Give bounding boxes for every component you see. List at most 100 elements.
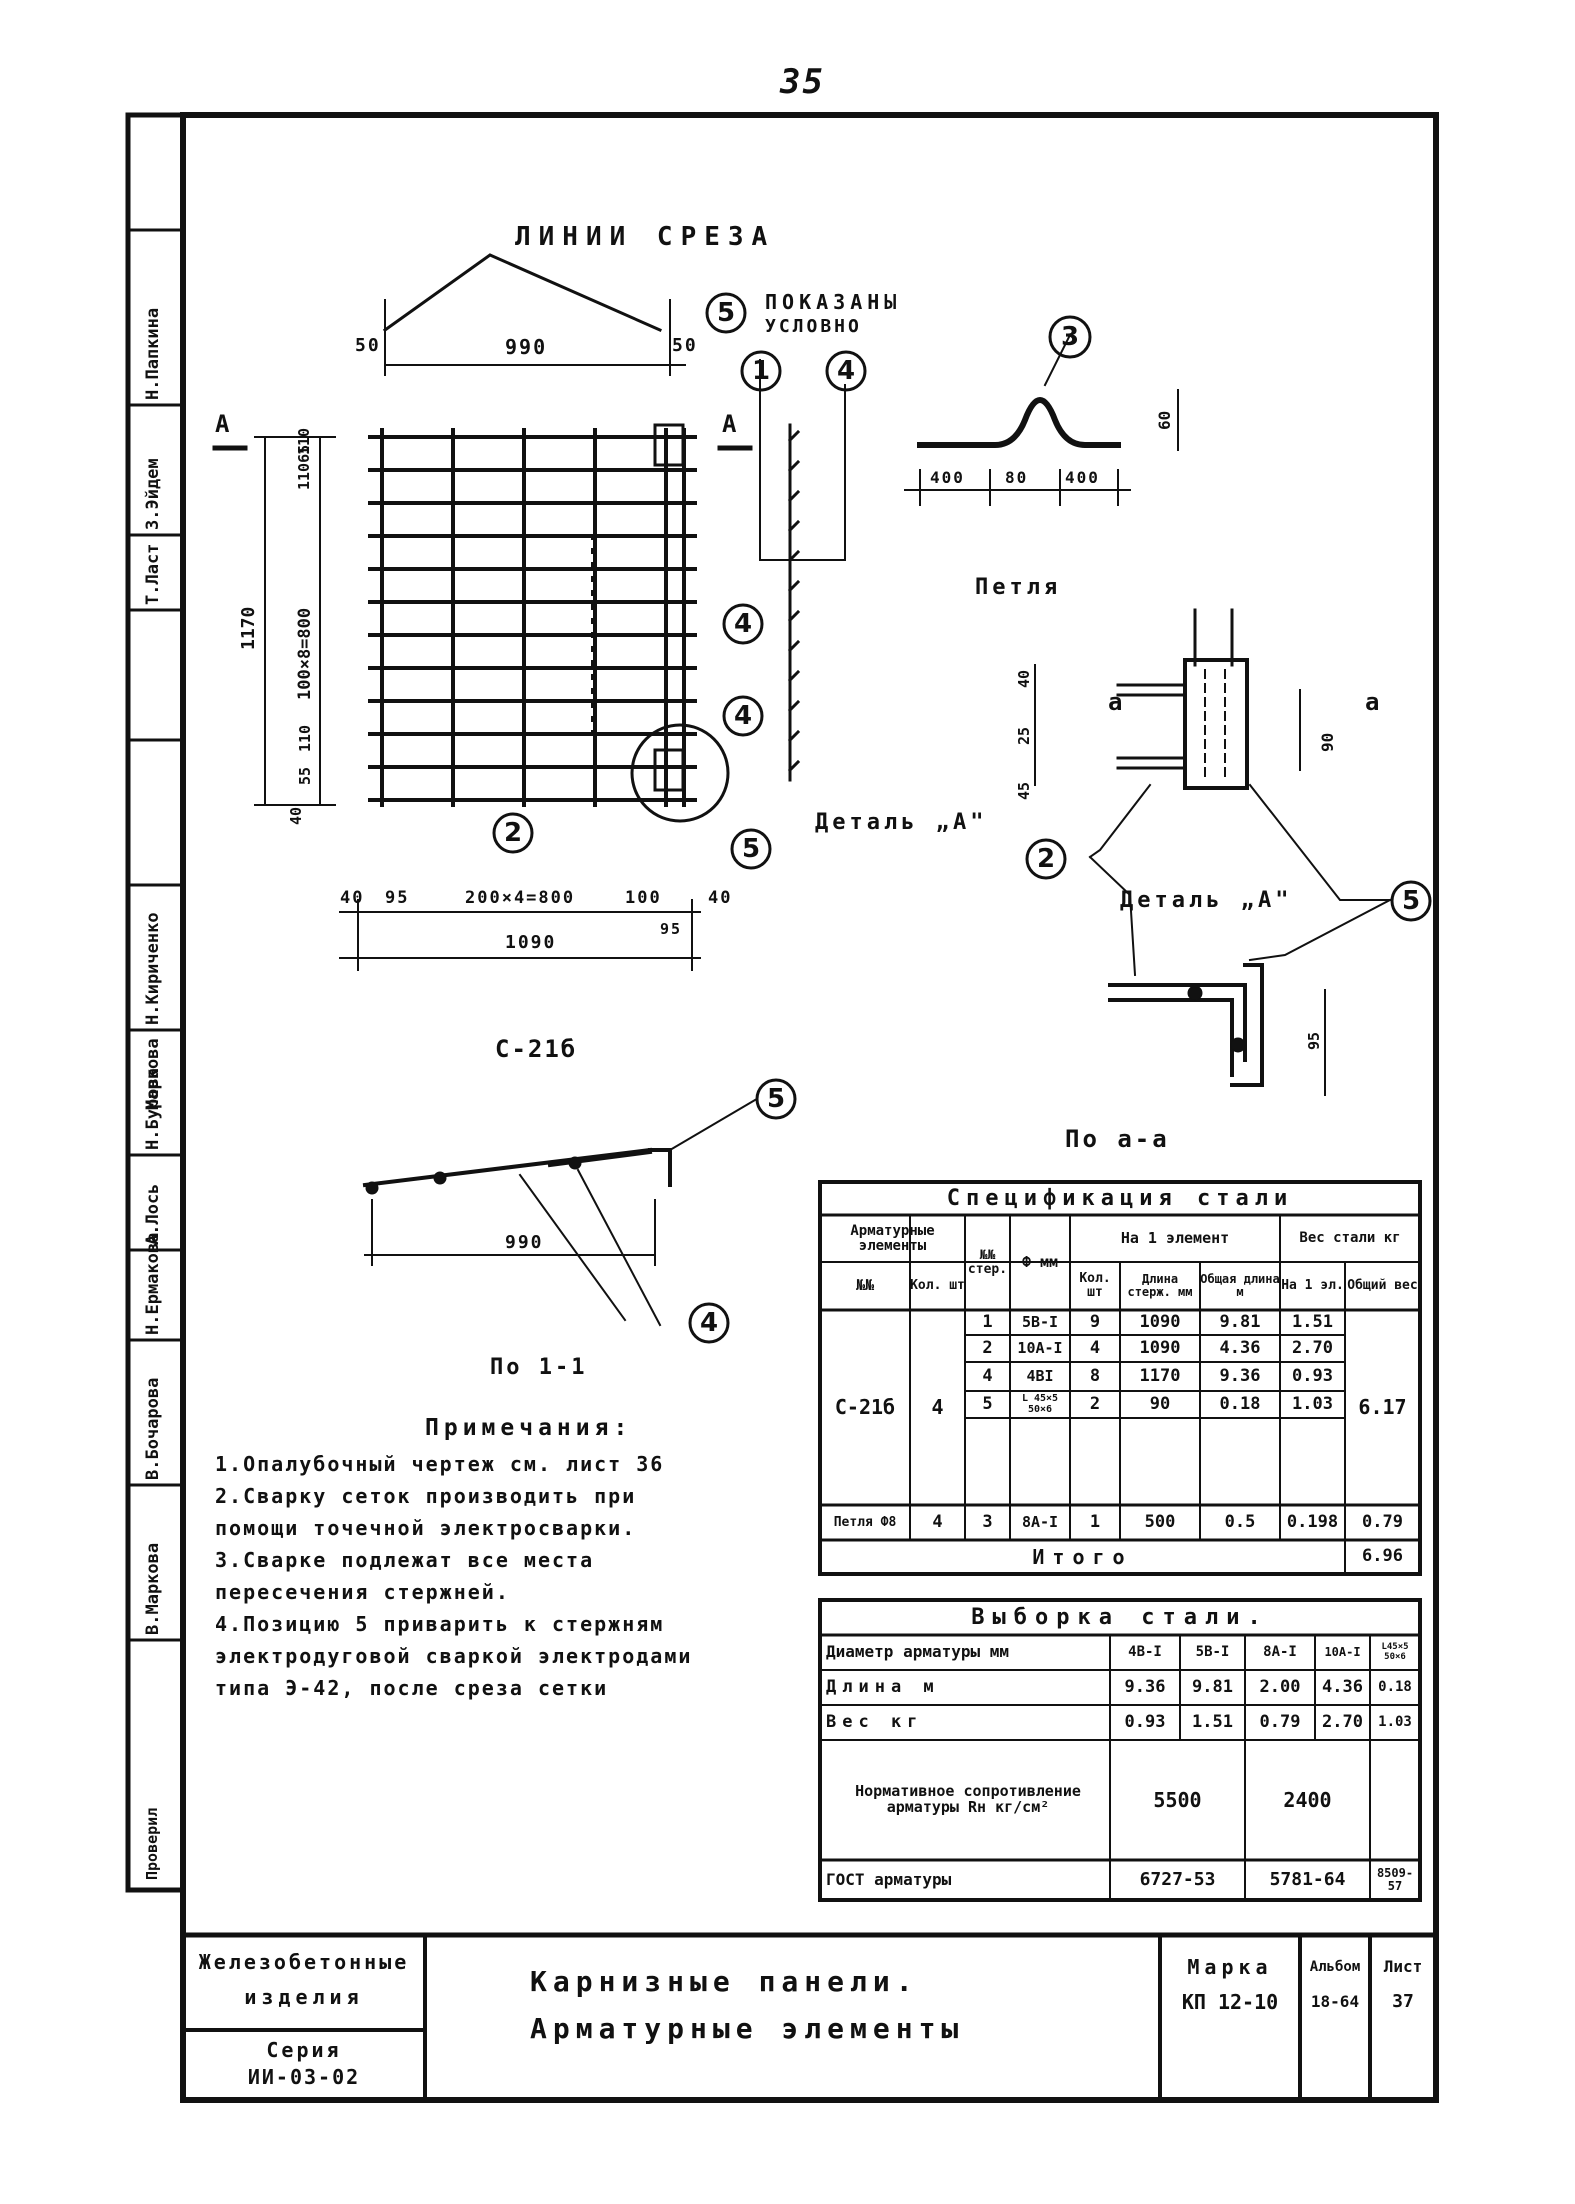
note-line: 1.Опалубочный чертеж см. лист 36 — [215, 1452, 665, 1476]
mesh-plan — [368, 428, 697, 807]
section-1-1-label: По 1-1 — [490, 1355, 588, 1380]
sel-row-length-label: Длина м — [826, 1676, 940, 1697]
stamp-name: Н.Ермакова — [143, 1232, 163, 1335]
sel-len: 9.36 — [1124, 1676, 1166, 1697]
note-line: типа Э-42, после среза сетки — [215, 1676, 609, 1700]
sel-title: Выборка стали. — [971, 1604, 1269, 1630]
dim-bottom-e: 40 — [708, 888, 733, 908]
sel-gost-a: 6727-53 — [1139, 1868, 1216, 1890]
section-mark-right: А — [722, 410, 739, 438]
spec-cell-total-len: 9.36 — [1219, 1365, 1261, 1386]
spec-h-per-element: На 1 элемент — [1120, 1228, 1230, 1247]
spec-table-frame — [818, 1180, 1422, 1576]
spec-cell-bar-len: 1090 — [1139, 1337, 1181, 1358]
callout-4-section: 4 — [688, 1302, 730, 1344]
callout-1: 1 — [740, 350, 782, 392]
page-number: 35 — [780, 62, 825, 102]
tb-org-2: изделия — [244, 1985, 364, 2009]
stamp-name: Т.Ласт — [143, 543, 163, 605]
callout-5-plan: 5 — [730, 828, 772, 870]
tb-album-value: 18-64 — [1310, 1992, 1360, 2012]
spec-cell-per-one: 1.03 — [1292, 1393, 1333, 1414]
spec-cell-mark: Петля Ф8 — [833, 1514, 897, 1530]
tb-series-2: ИИ-03-02 — [247, 2064, 361, 2089]
dim-bar3-right: 400 — [1065, 468, 1100, 487]
mesh-mark: С-21б — [495, 1035, 578, 1063]
spec-h-count: Кол. шт — [1079, 1271, 1111, 1300]
spec-cell-pos: 1 — [982, 1311, 993, 1332]
stamp-name: В.Бочарова — [143, 1377, 163, 1480]
tb-album-label: Альбом — [1309, 1959, 1361, 1976]
tb-series-1: Серия — [266, 2037, 342, 2062]
dim-detail-h: 90 — [1318, 732, 1337, 752]
callout-5-detail: 5 — [1390, 880, 1432, 922]
spec-cell-bar-len: 1090 — [1139, 1311, 1181, 1332]
dim-bottom-a: 40 — [340, 888, 365, 908]
callout-5-section: 5 — [755, 1078, 797, 1120]
spec-cell-count: 9 — [1089, 1311, 1101, 1332]
sel-dia: 8А-I — [1263, 1644, 1297, 1661]
dim-rib-len: 990 — [505, 1232, 544, 1253]
selection-table-frame — [818, 1598, 1422, 1902]
tb-mark-value: КП 12-10 — [1181, 1990, 1279, 2014]
dim-vert-total: 1170 — [238, 606, 259, 650]
spec-h-dia: Ф мм — [1021, 1252, 1059, 1271]
dim-bar3-left: 400 — [930, 468, 965, 487]
stamp-name: Н.Папкина — [143, 307, 163, 400]
loop-label: Петля — [975, 575, 1062, 600]
note-line: 2.Сварку сеток производить при — [215, 1484, 637, 1508]
dim-vert-d: 40 — [287, 806, 305, 825]
tb-mark-label: Марка — [1187, 1955, 1273, 1979]
spec-cell-per-one: 0.93 — [1292, 1365, 1333, 1386]
spec-h-total: Общий вес — [1347, 1278, 1418, 1294]
spec-cell-total: 0.79 — [1362, 1511, 1403, 1532]
side-elevation — [787, 423, 801, 782]
section-1-1-shape — [362, 1147, 672, 1188]
spec-h-elements: Арматурные элементы — [850, 1222, 935, 1254]
sel-len: 9.81 — [1192, 1676, 1233, 1697]
dim-bottom-b: 95 — [385, 888, 410, 908]
spec-title: Спецификация стали — [946, 1185, 1294, 1211]
dim-top-mid: 990 — [505, 335, 548, 359]
loop-bar-shape — [917, 397, 1121, 448]
sel-resistance-a: 5500 — [1153, 1787, 1202, 1812]
dim-detail-top: 40 — [1015, 669, 1033, 688]
spec-cell-dia: 10А-I — [1017, 1338, 1063, 1357]
title-block-frame — [180, 1932, 1439, 2103]
dim-bottom-c: 200×4=800 — [465, 888, 576, 908]
section-mark-left: А — [215, 410, 232, 438]
spec-cell-pos: 5 — [982, 1393, 993, 1414]
dim-bar3-h: 60 — [1155, 410, 1174, 430]
detail-a-angle — [1183, 658, 1249, 790]
dim-top-right: 50 — [672, 335, 698, 356]
tb-sheet-label: Лист — [1383, 1957, 1423, 1977]
tb-org-1: Железобетонные — [198, 1950, 410, 1974]
tb-sheet-value: 37 — [1392, 1991, 1414, 2013]
spec-cell-total-len: 9.81 — [1219, 1311, 1261, 1332]
spec-cell-count: 4 — [1089, 1337, 1101, 1358]
dim-bottom-d: 100 — [625, 888, 662, 908]
sel-len: 2.00 — [1259, 1676, 1301, 1697]
spec-cell-per-one: 2.70 — [1292, 1337, 1333, 1358]
note-line: электродуговой сваркой электродами — [215, 1644, 693, 1668]
detail-a-corner — [1108, 963, 1264, 1087]
spec-h-per-one: На 1 эл. — [1281, 1278, 1344, 1294]
spec-cell-dia: 4ВI — [1026, 1366, 1054, 1385]
spec-cell-pos: 2 — [982, 1337, 993, 1358]
shown-label: ПОКАЗАНЫ — [765, 290, 902, 314]
spec-h-qty: Кол. шт — [910, 1278, 965, 1294]
spec-cell-pos: 3 — [982, 1511, 993, 1532]
dim-vert-e: 55 — [296, 766, 314, 785]
spec-cell-count: 1 — [1089, 1511, 1101, 1532]
spec-cell-count: 2 — [1089, 1393, 1101, 1414]
spec-cell-pos: 4 — [982, 1365, 993, 1386]
sel-len: 0.18 — [1378, 1679, 1412, 1696]
spec-h-pos: №№ стер. — [967, 1247, 1008, 1277]
callout-3: 3 — [1048, 315, 1092, 359]
sel-resistance-b: 2400 — [1283, 1787, 1332, 1812]
sel-wt: 0.79 — [1259, 1711, 1301, 1732]
sel-dia: 10А-I — [1324, 1645, 1361, 1660]
sel-wt: 1.03 — [1378, 1714, 1412, 1731]
cut-lines-label: ЛИНИИ СРЕЗА — [515, 222, 776, 252]
